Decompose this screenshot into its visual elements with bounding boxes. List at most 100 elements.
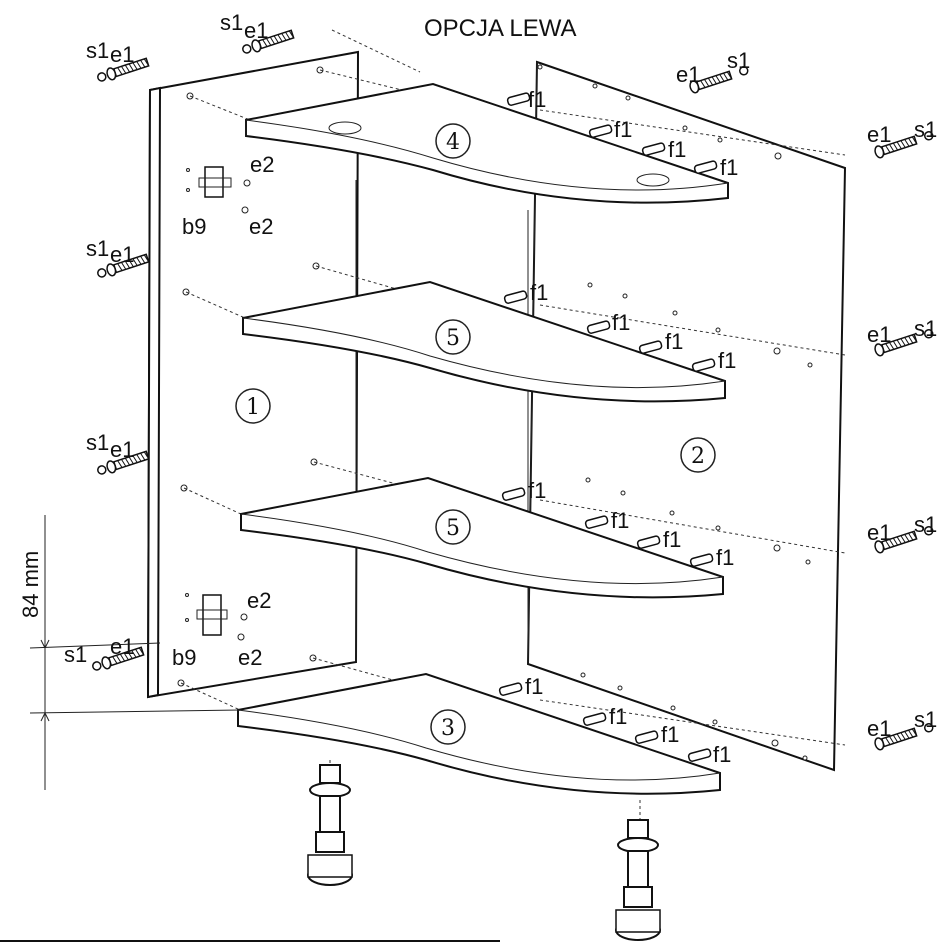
screw-e1 [874, 526, 934, 554]
dimension-label: 84 mm [18, 551, 43, 618]
dowel-f1 [693, 160, 718, 174]
dowel-f1 [586, 320, 611, 334]
diagram-title: OPCJA LEWA [424, 15, 576, 42]
part-label-e2: e2 [247, 588, 271, 613]
screw-e1 [874, 329, 934, 357]
part-label-f1: f1 [609, 704, 627, 729]
part-label-s1: s1 [914, 316, 937, 341]
part-label-s1: s1 [727, 48, 750, 73]
part-label-f1: f1 [530, 280, 548, 305]
part-label-e1: e1 [867, 322, 891, 347]
dowel-f1 [689, 553, 714, 567]
svg-text:4: 4 [446, 130, 460, 155]
part-label-s1: s1 [220, 10, 243, 35]
dowel-f1 [506, 92, 531, 106]
part-label-f1: f1 [528, 478, 546, 503]
dowel-f1 [641, 142, 666, 156]
washer-s1 [923, 723, 934, 733]
part-label-e1: e1 [676, 62, 700, 87]
part-label-e1: e1 [110, 42, 134, 67]
part-label-e1: e1 [867, 520, 891, 545]
panel-number-1: 1 [235, 388, 271, 424]
washer-s1 [242, 44, 252, 54]
upper-shelf [242, 280, 726, 403]
part-label-f1: f1 [528, 87, 546, 112]
dowel-f1 [582, 712, 607, 726]
leveling-foot-left [307, 764, 353, 886]
dowel-f1 [687, 748, 712, 762]
part-label-s1: s1 [86, 38, 109, 63]
svg-text:3: 3 [441, 716, 455, 741]
dowel-f1 [638, 340, 663, 354]
panel-number-5-upper: 5 [435, 319, 471, 355]
dowel-f1 [634, 730, 659, 744]
part-label-f1: f1 [661, 722, 679, 747]
washer-s1 [97, 465, 107, 475]
part-label-s1: s1 [86, 430, 109, 455]
dowel-f1 [501, 487, 526, 501]
hinge-plate-bottom [185, 593, 248, 641]
svg-text:2: 2 [691, 444, 705, 469]
dowel-f1 [584, 515, 609, 529]
washer-s1 [923, 131, 934, 141]
washer-s1 [97, 72, 107, 82]
washer-s1 [923, 329, 934, 339]
panel-number-4: 4 [435, 123, 471, 159]
screw-e1 [97, 57, 150, 82]
dowel-f1 [588, 124, 613, 138]
dowel-f1 [691, 358, 716, 372]
part-label-f1: f1 [612, 310, 630, 335]
part-label-f1: f1 [665, 329, 683, 354]
panel-number-5-lower: 5 [435, 509, 471, 545]
part-label-e1: e1 [110, 437, 134, 462]
part-label-f1: f1 [614, 117, 632, 142]
screw-e1 [874, 131, 934, 159]
dowel-f1 [498, 682, 523, 696]
screw-e1 [242, 29, 295, 54]
part-label-b9: b9 [182, 214, 206, 239]
screw-e1 [92, 646, 145, 671]
washer-s1 [97, 268, 107, 278]
part-label-e1: e1 [110, 242, 134, 267]
leveling-foot-right [615, 819, 661, 941]
part-label-e1: e1 [110, 634, 134, 659]
dowel-f1 [503, 290, 528, 304]
dowels-layer [498, 92, 718, 762]
screws-layer [92, 29, 934, 751]
part-label-f1: f1 [663, 527, 681, 552]
part-label-f1: f1 [713, 742, 731, 767]
part-label-e1: e1 [867, 716, 891, 741]
part-label-f1: f1 [718, 348, 736, 373]
dowel-f1 [636, 535, 661, 549]
part-label-f1: f1 [668, 137, 686, 162]
part-label-s1: s1 [86, 236, 109, 261]
svg-text:5: 5 [446, 516, 460, 541]
part-label-e2: e2 [249, 214, 273, 239]
part-label-e1: e1 [867, 122, 891, 147]
screw-e1 [97, 450, 150, 475]
screw-e1 [689, 66, 749, 94]
screw-e1 [874, 723, 934, 751]
lower-shelf [240, 476, 724, 599]
dimension-84mm: 84 mm [18, 515, 241, 790]
part-label-f1: f1 [525, 674, 543, 699]
bottom-panel [237, 672, 721, 795]
washer-s1 [923, 526, 934, 536]
part-label-s1: s1 [914, 117, 937, 142]
screw-e1 [97, 253, 150, 278]
hinge-plate-top [186, 166, 251, 214]
part-label-f1: f1 [611, 508, 629, 533]
part-label-f1: f1 [716, 545, 734, 570]
washer-s1 [92, 661, 102, 671]
washer-s1 [738, 66, 749, 76]
part-label-f1: f1 [720, 155, 738, 180]
svg-text:5: 5 [446, 326, 460, 351]
part-label-e2: e2 [238, 645, 262, 670]
part-label-e2: e2 [250, 152, 274, 177]
part-label-b9: b9 [172, 645, 196, 670]
part-label-e1: e1 [244, 18, 268, 43]
panel-number-2: 2 [680, 437, 716, 473]
